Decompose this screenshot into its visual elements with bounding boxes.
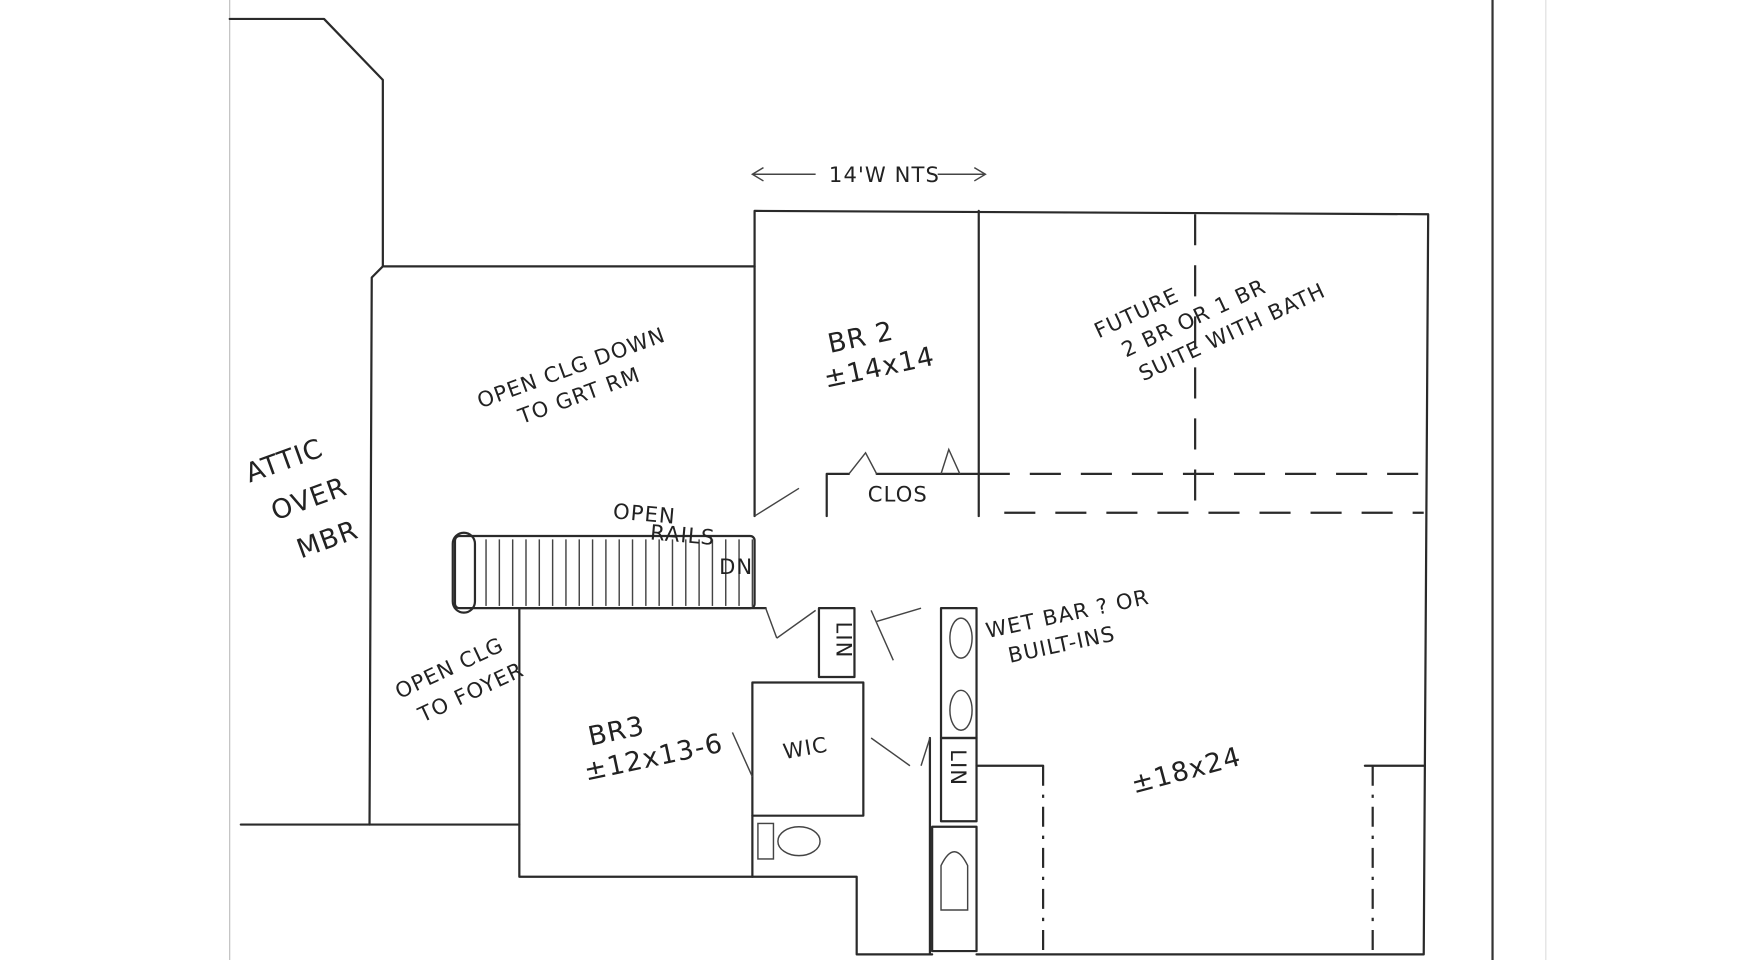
label-open-clg-foyer: OPEN CLG TO FOYER <box>391 628 528 731</box>
label-down: DN <box>719 554 753 579</box>
label-closet: CLOS <box>868 482 928 507</box>
walls <box>228 17 1430 956</box>
label-future: FUTURE 2 BR OR 1 BR SUITE WITH BATH <box>1090 225 1329 395</box>
label-width-note: 14'W NTS <box>829 162 940 187</box>
label-wet-bar: WET BAR ? OR BUILT-INS <box>983 582 1165 671</box>
label-attic: ATTIC OVER MBR <box>241 426 375 572</box>
staircase <box>451 531 756 614</box>
label-open-rails: OPEN RAILS <box>611 498 718 550</box>
label-br3: BR3 ±12x13-6 <box>575 695 727 787</box>
label-linen-2: LIN <box>946 749 971 786</box>
future-partitions <box>978 214 1424 955</box>
label-wic: WIC <box>781 732 830 764</box>
label-linen-1: LIN <box>832 621 857 658</box>
fixtures <box>757 617 973 911</box>
sink-icon <box>949 617 973 659</box>
label-open-clg-down: OPEN CLG DOWN TO GRT RM <box>474 319 686 440</box>
doors <box>731 447 961 778</box>
label-bonus-room: ±18x24 <box>1128 741 1245 800</box>
toilet-tank-icon <box>757 822 775 860</box>
dimension-arrow <box>750 167 987 182</box>
sink-icon <box>949 689 973 731</box>
bathtub-icon <box>940 851 969 911</box>
label-br2: BR 2 ±14x14 <box>814 308 937 394</box>
toilet-icon <box>777 826 821 857</box>
